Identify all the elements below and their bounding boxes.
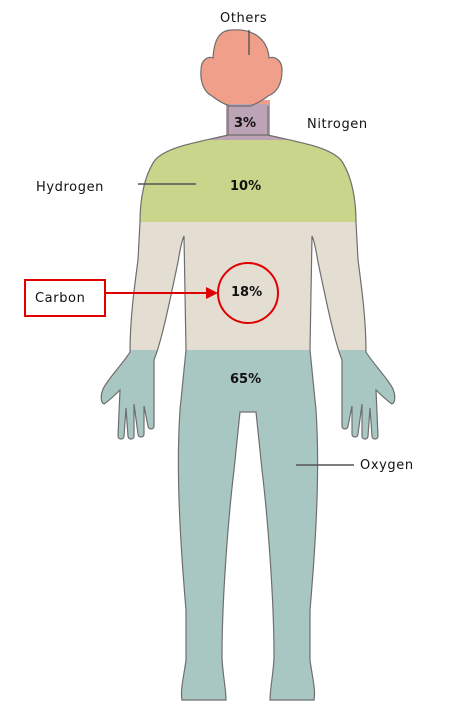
percent-nitrogen: 3%	[234, 116, 256, 131]
label-others: Others	[220, 11, 267, 26]
percent-carbon: 18%	[231, 285, 262, 300]
band-nitrogen	[0, 104, 449, 140]
percent-hydrogen: 10%	[230, 179, 261, 194]
band-oxygen	[0, 350, 449, 707]
band-carbon	[0, 222, 449, 350]
percent-oxygen: 65%	[230, 372, 261, 387]
label-hydrogen: Hydrogen	[36, 180, 104, 195]
label-nitrogen: Nitrogen	[307, 117, 368, 132]
label-carbon: Carbon	[35, 291, 85, 306]
label-oxygen: Oxygen	[360, 458, 414, 473]
